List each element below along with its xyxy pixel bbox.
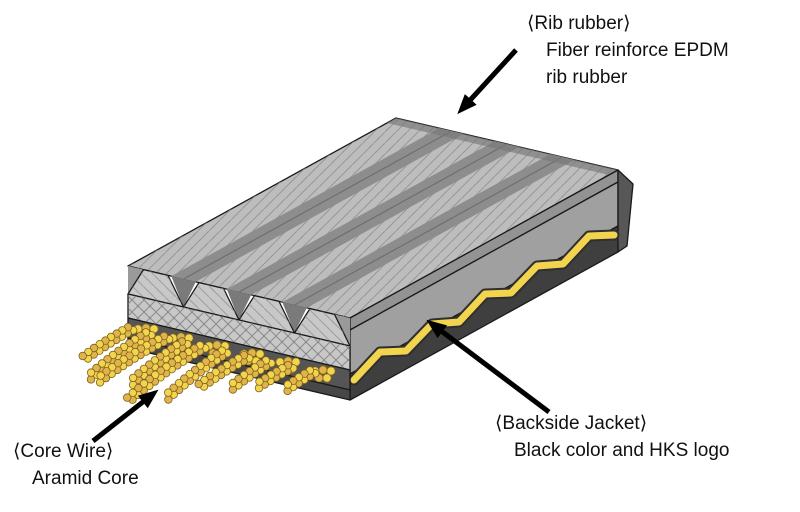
belt-end-corner — [617, 169, 634, 253]
rib-rubber-arrow — [457, 48, 518, 115]
label-core-wire-title: ⟨Core Wire⟩ — [13, 441, 114, 462]
label-backside-jacket: ⟨Backside Jacket⟩ Black color and HKS lo… — [495, 410, 729, 464]
pointer-arrows — [91, 48, 551, 443]
label-rib-rubber: ⟨Rib rubber⟩ Fiber reinforce EPDM rib ru… — [527, 10, 729, 91]
label-rib-rubber-title: ⟨Rib rubber⟩ — [527, 13, 631, 34]
rib-rubber-profile — [127, 268, 351, 347]
backside-jacket-arrow — [426, 319, 551, 414]
core-wire-strands — [78, 323, 320, 404]
label-backside-jacket-title: ⟨Backside Jacket⟩ — [495, 413, 648, 434]
belt-far-cut-edge — [387, 118, 618, 175]
label-backside-jacket-line1: Black color and HKS logo — [514, 440, 730, 461]
label-rib-rubber-line2: rib rubber — [546, 67, 628, 88]
jacket-logo-stripe — [348, 229, 620, 386]
rib-grooves — [171, 128, 575, 308]
label-core-wire: ⟨Core Wire⟩ Aramid Core — [13, 438, 139, 492]
belt-top-face — [127, 117, 619, 319]
core-wire-arrow — [91, 389, 159, 443]
label-rib-rubber-line1: Fiber reinforce EPDM — [546, 40, 729, 61]
label-core-wire-line1: Aramid Core — [32, 468, 139, 489]
